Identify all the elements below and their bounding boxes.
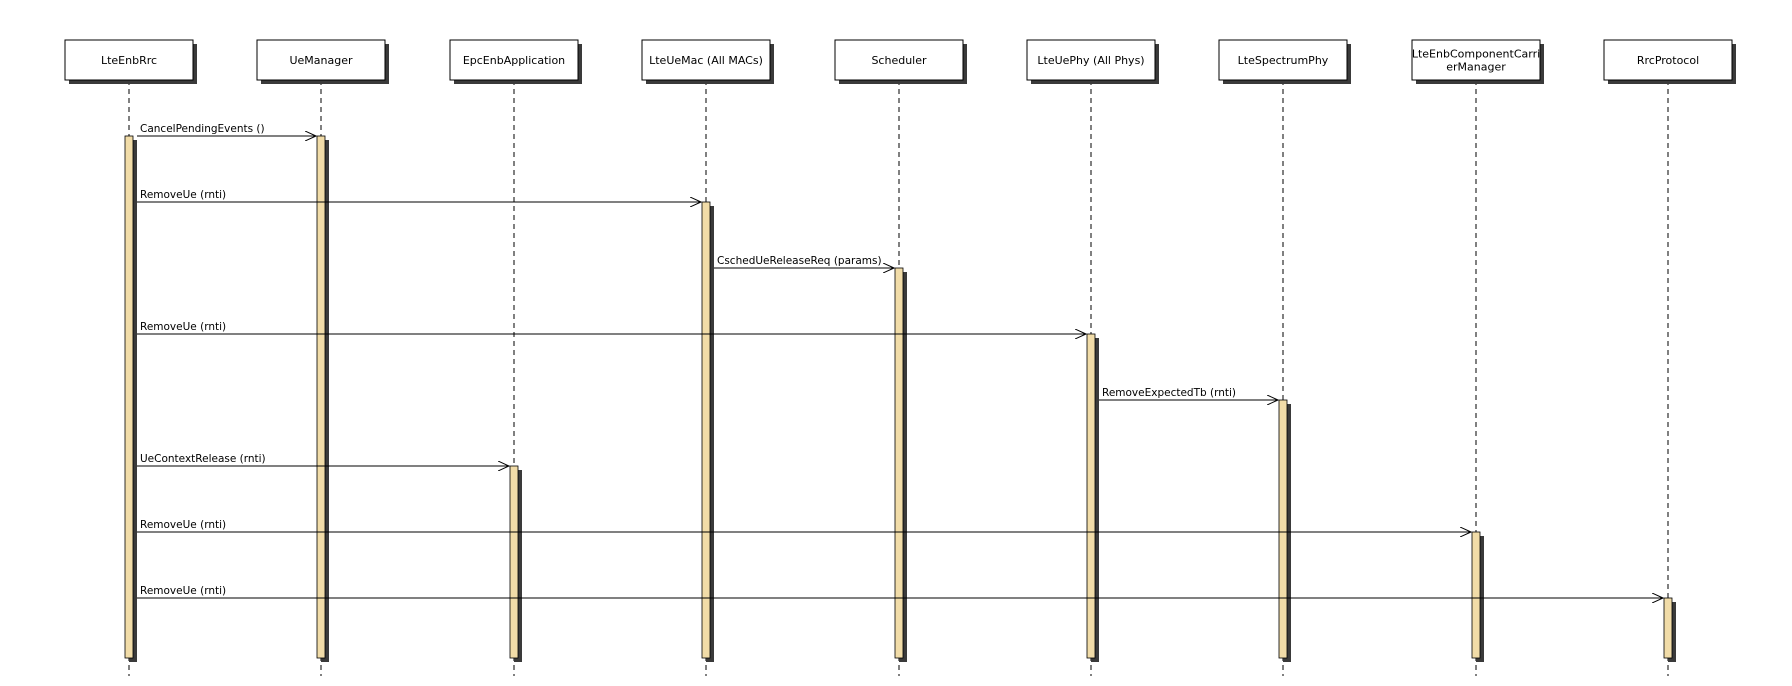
message-label: CancelPendingEvents () xyxy=(140,123,265,135)
message-removeue-rnti: RemoveUe (rnti) xyxy=(137,321,1086,334)
message-label: CschedUeReleaseReq (params) xyxy=(717,255,882,267)
participant-box xyxy=(449,39,579,81)
participant-label: LteSpectrumPhy xyxy=(1238,54,1329,67)
participant-ltespectrumphy: LteSpectrumPhy xyxy=(1218,39,1351,84)
participant-box xyxy=(834,39,964,81)
activation-bar-rrcprotocol xyxy=(1663,597,1673,659)
activation-bars xyxy=(124,135,1676,662)
participant-box xyxy=(1026,39,1156,81)
activation-bar-lteenbrrc xyxy=(124,135,134,659)
participant-label: UeManager xyxy=(289,54,353,67)
participant-label: LteUeMac (All MACs) xyxy=(649,54,763,67)
participant-rrcprotocol: RrcProtocol xyxy=(1603,39,1736,84)
participant-label: erManager xyxy=(1446,61,1506,74)
participant-label: LteEnbComponentCarri xyxy=(1412,48,1540,61)
participant-epcenbapplication: EpcEnbApplication xyxy=(449,39,582,84)
participant-box xyxy=(64,39,194,81)
participant-label: RrcProtocol xyxy=(1637,54,1699,67)
activation-bar-lteuephy-all-phys xyxy=(1086,333,1096,659)
activation-bar-lteuemac-all-macs xyxy=(701,201,711,659)
participant-label: LteUePhy (All Phys) xyxy=(1037,54,1144,67)
message-removeue-rnti: RemoveUe (rnti) xyxy=(137,585,1663,598)
message-removeexpectedtb-rnti: RemoveExpectedTb (rnti) xyxy=(1099,387,1278,400)
activation-bar-scheduler xyxy=(894,267,904,659)
participant-box xyxy=(256,39,386,81)
message-label: RemoveUe (rnti) xyxy=(140,321,226,333)
participant-label: Scheduler xyxy=(871,54,927,67)
participant-scheduler: Scheduler xyxy=(834,39,967,84)
message-label: RemoveUe (rnti) xyxy=(140,519,226,531)
participant-label: EpcEnbApplication xyxy=(463,54,565,67)
participant-label: LteEnbRrc xyxy=(101,54,157,67)
participant-box xyxy=(1603,39,1733,81)
message-uecontextrelease-rnti: UeContextRelease (rnti) xyxy=(137,453,509,466)
message-label: RemoveExpectedTb (rnti) xyxy=(1102,387,1236,399)
participant-box xyxy=(1218,39,1348,81)
messages: CancelPendingEvents () RemoveUe (rnti) Csc… xyxy=(137,123,1663,598)
participant-box xyxy=(641,39,771,81)
participant-uemanager: UeManager xyxy=(256,39,389,84)
message-removeue-rnti: RemoveUe (rnti) xyxy=(137,189,701,202)
activation-bar-epcenbapplication xyxy=(509,465,519,659)
participant-box xyxy=(1411,39,1541,81)
participant-lteenbrrc: LteEnbRrc xyxy=(64,39,197,84)
message-label: UeContextRelease (rnti) xyxy=(140,453,266,465)
message-label: RemoveUe (rnti) xyxy=(140,585,226,597)
message-cscheduereleasereq-params: CschedUeReleaseReq (params) xyxy=(714,255,894,268)
activation-bar-ltespectrumphy xyxy=(1278,399,1288,659)
participant-lteuephy-all-phys: LteUePhy (All Phys) xyxy=(1026,39,1159,84)
message-cancelpendingevents: CancelPendingEvents () xyxy=(137,123,316,136)
participants: LteEnbRrc UeManager EpcEnbApplication LteUe… xyxy=(64,39,1736,84)
message-label: RemoveUe (rnti) xyxy=(140,189,226,201)
message-removeue-rnti: RemoveUe (rnti) xyxy=(137,519,1471,532)
activation-bar-lteenbcomponentcarriermanager xyxy=(1471,531,1481,659)
activation-bar-uemanager xyxy=(316,135,326,659)
participant-lteuemac-all-macs: LteUeMac (All MACs) xyxy=(641,39,774,84)
